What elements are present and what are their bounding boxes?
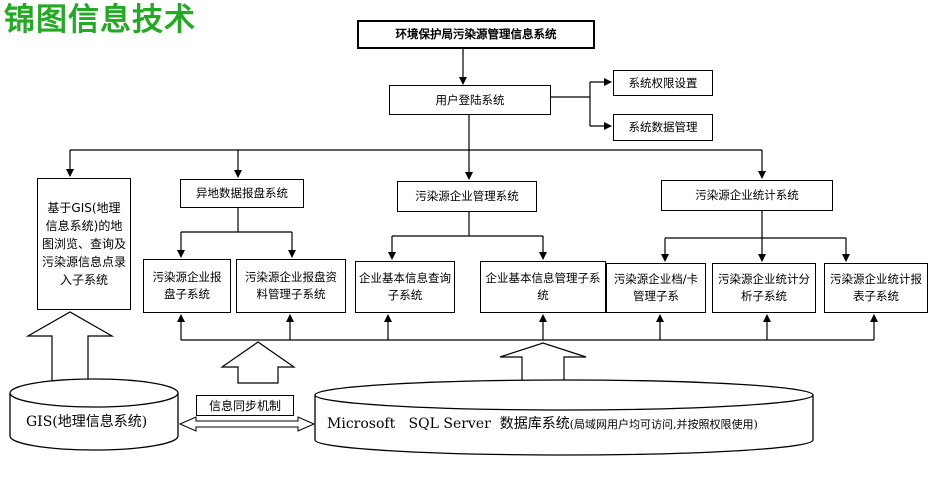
enterprise-info-management-subsystem-box: 企业基本信息管理子系统 (480, 261, 606, 313)
enterprise-management-system-box: 污染源企业管理系统 (397, 181, 537, 212)
sql-up-arrow (499, 342, 587, 384)
gis-up-arrow (25, 311, 115, 384)
sql-database-cylinder (314, 379, 814, 456)
archive-card-management-subsystem-box: 污染源企业档/卡管理子系 (606, 263, 706, 313)
enterprise-info-query-subsystem-box: 企业基本信息查询子系统 (355, 261, 455, 313)
permission-settings-box: 系统权限设置 (613, 70, 713, 96)
report-disk-subsystem-box: 污染源企业报盘子系统 (143, 259, 231, 313)
sync-mechanism-label: 信息同步机制 (196, 395, 294, 416)
gis-database-cylinder (9, 378, 179, 451)
login-system-box: 用户登陆系统 (389, 85, 551, 115)
report-data-management-subsystem-box: 污染源企业报盘资料管理子系统 (236, 259, 346, 313)
statistical-analysis-subsystem-box: 污染源企业统计分析子系统 (712, 263, 816, 313)
statistical-report-subsystem-box: 污染源企业统计报表子系统 (824, 263, 928, 313)
gis-subsystem-box: 基于GIS(地理信息系统)的地图浏览、查询及污染源信息点录入子系统 (37, 178, 131, 310)
sql-database-name: Microsoft SQL Server 数据库系统 (327, 416, 570, 432)
remote-report-system-box: 异地数据报盘系统 (180, 179, 304, 208)
sync-double-arrow (178, 416, 316, 432)
data-management-box: 系统数据管理 (613, 114, 713, 141)
main-system-title: 环境保护局污染源管理信息系统 (357, 20, 595, 49)
sql-database-note: (局域网用户均可访问,并按照权限使用) (569, 418, 758, 431)
statistics-system-box: 污染源企业统计系统 (661, 180, 833, 211)
company-logo-text: 锦图信息技术 (4, 2, 196, 38)
sql-database-label: Microsoft SQL Server 数据库系统(局域网用户均可访问,并按照… (327, 413, 758, 433)
gis-database-label: GIS(地理信息系统) (26, 414, 148, 430)
sync-up-arrow (220, 341, 296, 384)
